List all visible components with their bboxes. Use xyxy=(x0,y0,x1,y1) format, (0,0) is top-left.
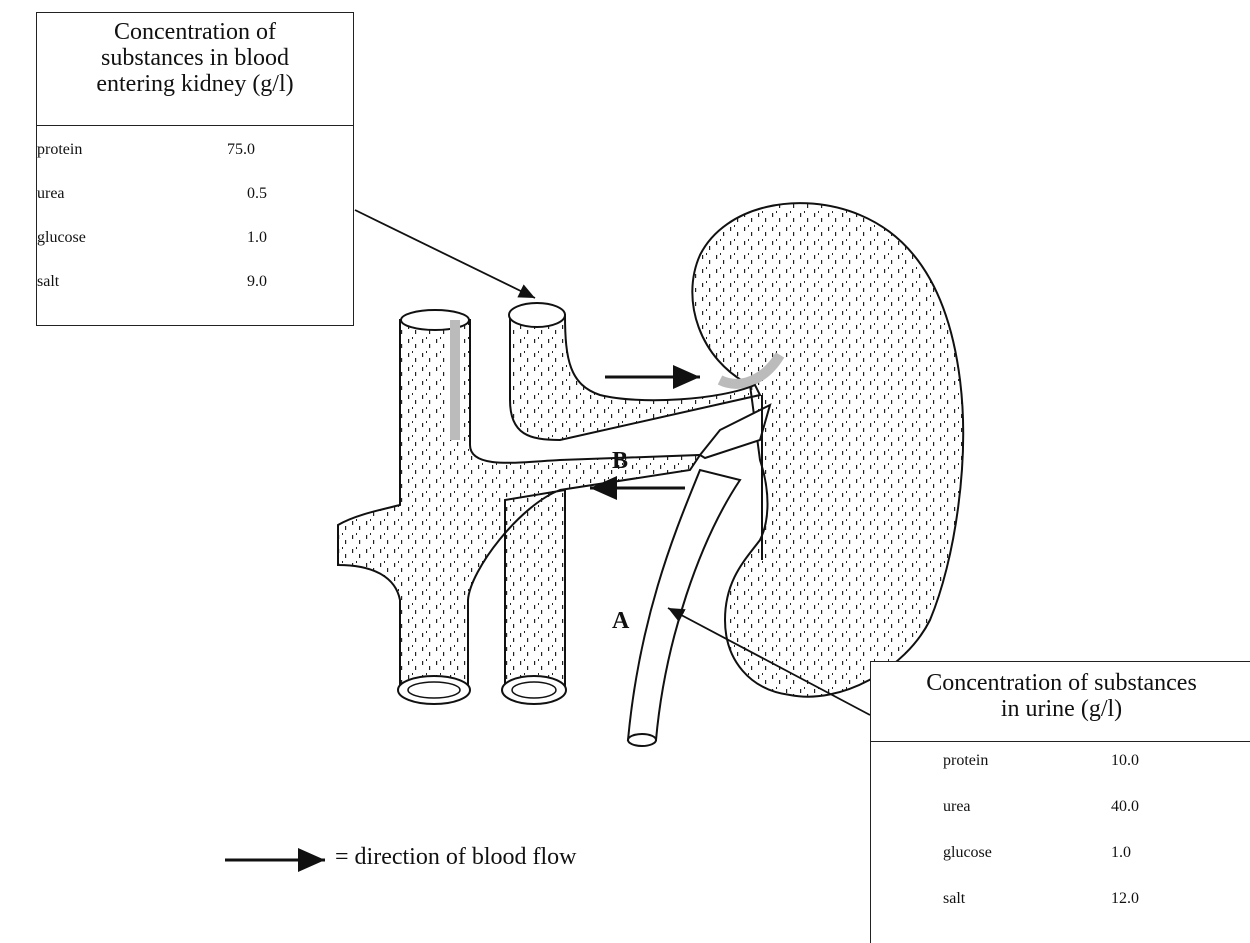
row-name: urea xyxy=(37,185,65,203)
row-value: 40.0 xyxy=(1111,798,1139,816)
row-name: salt xyxy=(943,890,965,908)
heading-line: entering kidney (g/l) xyxy=(37,71,353,97)
row-name: urea xyxy=(943,798,971,816)
row-value: 75.0 xyxy=(227,141,255,159)
row-value: 9.0 xyxy=(247,273,267,291)
legend-text: = direction of blood flow xyxy=(335,844,577,871)
row-value: 1.0 xyxy=(1111,844,1131,862)
row-value: 1.0 xyxy=(247,229,267,247)
row-value: 12.0 xyxy=(1111,890,1139,908)
heading-line: Concentration of xyxy=(37,19,353,45)
label-a: A xyxy=(612,608,629,635)
row-name: protein xyxy=(943,752,988,770)
ureter xyxy=(628,470,740,746)
aorta xyxy=(502,490,566,704)
row-value: 0.5 xyxy=(247,185,267,203)
heading-line: in urine (g/l) xyxy=(871,696,1250,722)
row-name: glucose xyxy=(943,844,992,862)
row-value: 10.0 xyxy=(1111,752,1139,770)
blood-concentration-table: Concentration of substances in blood ent… xyxy=(36,12,354,326)
kidney xyxy=(692,203,963,697)
label-b: B xyxy=(612,448,628,475)
heading-line: Concentration of substances xyxy=(871,670,1250,696)
row-name: protein xyxy=(37,141,82,159)
pointer-blood xyxy=(355,210,535,298)
row-name: glucose xyxy=(37,229,86,247)
row-name: salt xyxy=(37,273,59,291)
heading-line: substances in blood xyxy=(37,45,353,71)
urine-table-heading: Concentration of substances in urine (g/… xyxy=(871,662,1250,742)
legend: = direction of blood flow xyxy=(225,840,695,880)
urine-concentration-table: Concentration of substances in urine (g/… xyxy=(870,661,1250,943)
blood-table-heading: Concentration of substances in blood ent… xyxy=(37,13,353,126)
